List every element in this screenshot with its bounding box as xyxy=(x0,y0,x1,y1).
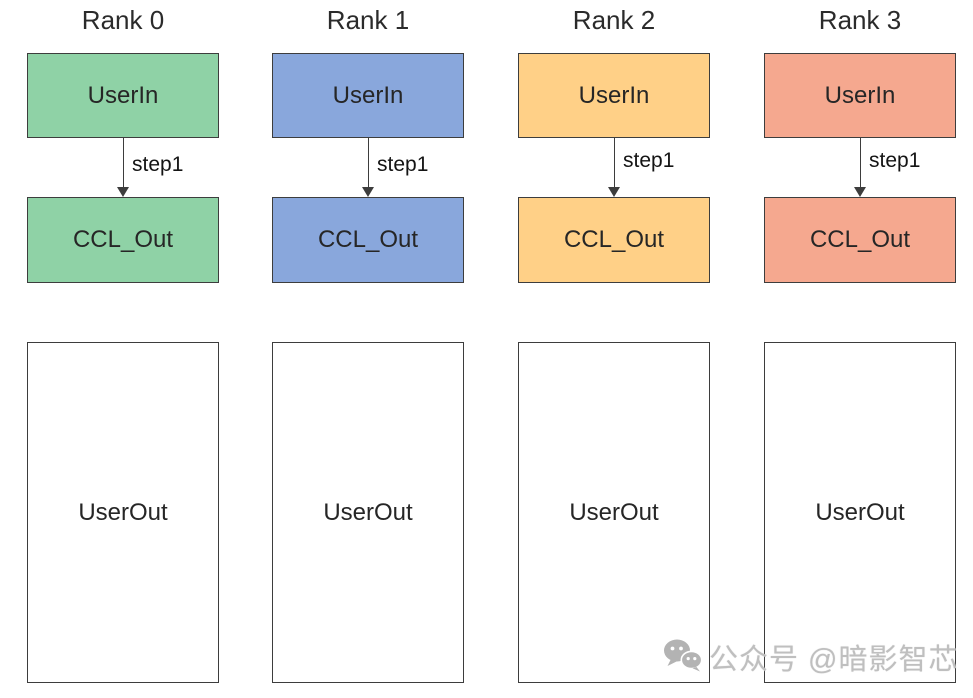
user-in-label: UserIn xyxy=(578,81,650,109)
step-label: step1 xyxy=(132,153,184,176)
user-out-box: UserOut xyxy=(764,342,956,683)
step-label: step1 xyxy=(623,149,675,172)
rank-title: Rank 2 xyxy=(572,5,656,35)
user-out-label: UserOut xyxy=(815,498,905,526)
ccl-out-box: CCL_Out xyxy=(518,197,710,283)
rank-column-2: Rank 2 UserIn step1 CCL_Out UserOut xyxy=(518,0,710,698)
ccl-out-box: CCL_Out xyxy=(27,197,219,283)
user-in-box: UserIn xyxy=(518,53,710,138)
user-in-label: UserIn xyxy=(824,81,896,109)
user-out-label: UserOut xyxy=(323,498,413,526)
user-out-box: UserOut xyxy=(27,342,219,683)
arrow-head-icon xyxy=(361,187,374,197)
arrow-line xyxy=(122,138,124,189)
ccl-out-label: CCL_Out xyxy=(809,226,911,253)
watermark: 公众号 @暗影智芯 xyxy=(663,636,959,678)
rank-title: Rank 1 xyxy=(326,5,410,35)
down-arrow xyxy=(116,138,129,197)
arrow-head-icon xyxy=(116,187,129,197)
rank-column-3: Rank 3 UserIn step1 CCL_Out UserOut xyxy=(764,0,956,698)
watermark-text: 公众号 @暗影智芯 xyxy=(709,644,959,676)
rank-column-1: Rank 1 UserIn step1 CCL_Out UserOut xyxy=(272,0,464,698)
user-in-box: UserIn xyxy=(27,53,219,138)
rank-column-0: Rank 0 UserIn step1 CCL_Out UserOut xyxy=(27,0,219,698)
user-in-box: UserIn xyxy=(764,53,956,138)
wechat-icon xyxy=(663,638,703,677)
user-out-label: UserOut xyxy=(569,498,659,526)
ccl-out-label: CCL_Out xyxy=(563,226,665,253)
ccl-out-label: CCL_Out xyxy=(317,226,419,253)
arrow-head-icon xyxy=(607,187,620,197)
down-arrow xyxy=(361,138,374,197)
user-in-box: UserIn xyxy=(272,53,464,138)
down-arrow xyxy=(853,138,866,197)
ccl-out-box: CCL_Out xyxy=(764,197,956,283)
step-label: step1 xyxy=(377,153,429,176)
arrow-line xyxy=(859,138,861,189)
step-label: step1 xyxy=(869,149,921,172)
user-in-label: UserIn xyxy=(87,81,159,109)
user-out-label: UserOut xyxy=(78,498,168,526)
user-out-box: UserOut xyxy=(272,342,464,683)
rank-title: Rank 0 xyxy=(81,5,165,35)
user-in-label: UserIn xyxy=(332,81,404,109)
ccl-out-label: CCL_Out xyxy=(72,226,174,253)
ccl-out-box: CCL_Out xyxy=(272,197,464,283)
arrow-head-icon xyxy=(853,187,866,197)
user-out-box: UserOut xyxy=(518,342,710,683)
arrow-line xyxy=(613,138,615,189)
rank-title: Rank 3 xyxy=(818,5,902,35)
arrow-line xyxy=(367,138,369,189)
down-arrow xyxy=(607,138,620,197)
